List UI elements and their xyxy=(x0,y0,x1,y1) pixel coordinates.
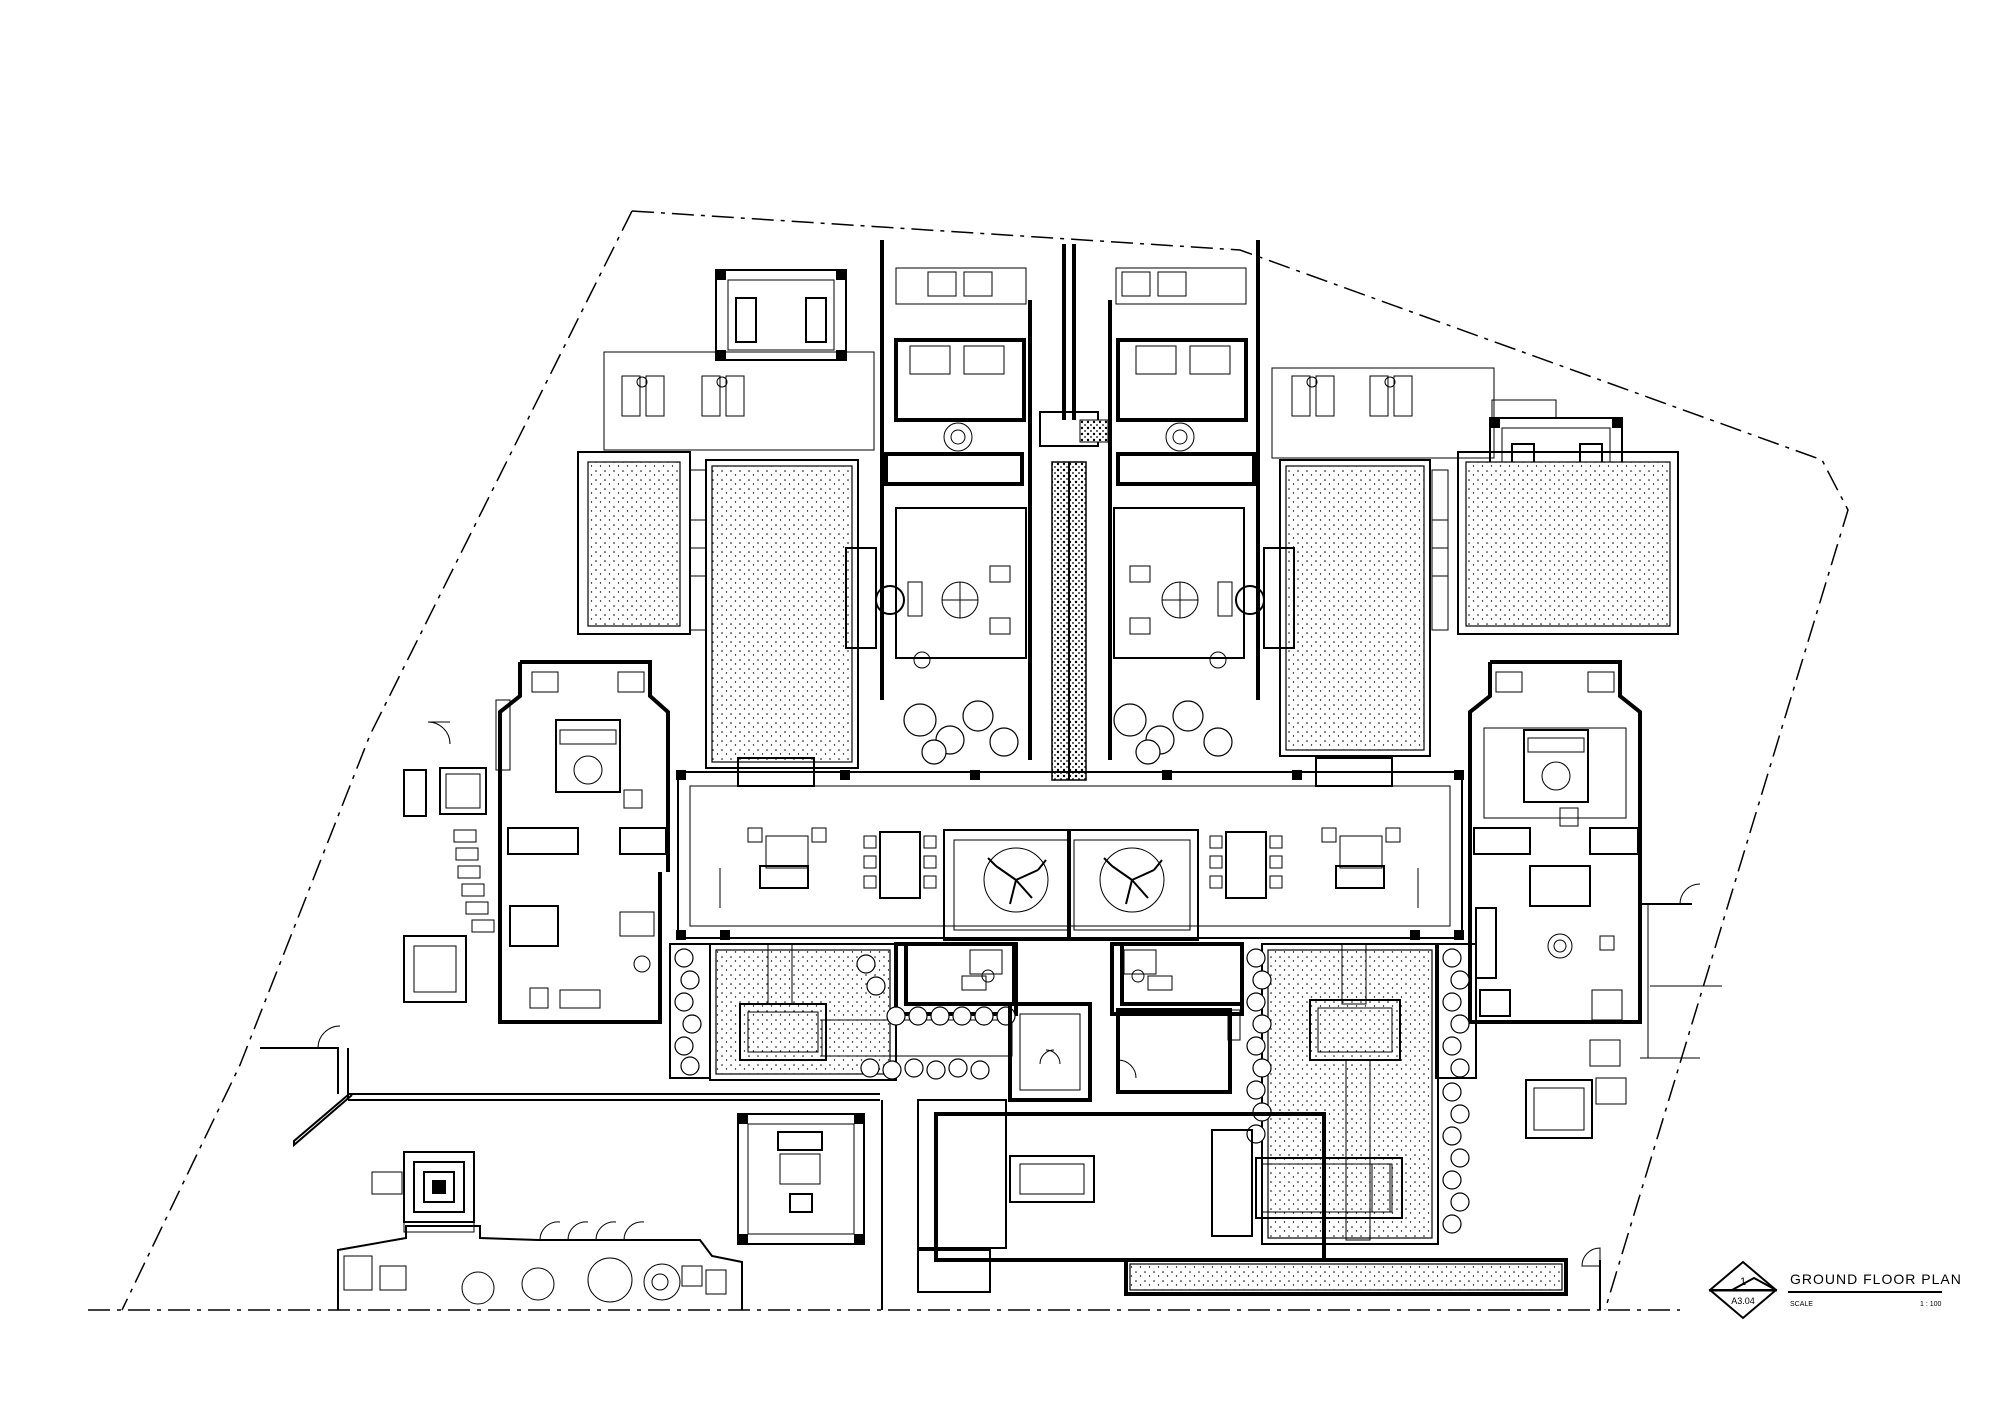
bedroom-wing-left xyxy=(845,240,1032,760)
drawing-title: GROUND FLOOR PLAN xyxy=(1790,1271,1962,1287)
temple-shrine xyxy=(371,1151,475,1233)
scale-label: SCALE xyxy=(1790,1301,1813,1308)
lower-site-walls xyxy=(260,1025,883,1310)
left-entry-path xyxy=(403,699,511,1003)
section-marker-diamond xyxy=(1708,1260,1778,1320)
pool-right xyxy=(1279,451,1679,757)
central-water-channel xyxy=(1039,244,1109,781)
central-courtyard xyxy=(943,829,1199,941)
car-court xyxy=(917,1099,1601,1310)
hedges xyxy=(674,948,1470,1234)
planting-north xyxy=(903,700,1233,765)
bedroom-wing-right xyxy=(1108,240,1295,760)
sun-deck-right xyxy=(1271,367,1495,459)
lower-pavilion xyxy=(737,1113,865,1245)
left-guest-pavilion xyxy=(498,660,670,1024)
section-number: 1 xyxy=(1740,1276,1746,1288)
pool-left xyxy=(577,451,859,769)
title-block: 1 A3.04 GROUND FLOOR PLAN SCALE 1 : 100 xyxy=(1708,1260,1962,1320)
sheet-reference: A3.04 xyxy=(1731,1296,1755,1306)
scale-value: 1 : 100 xyxy=(1920,1301,1942,1308)
living-pavilion xyxy=(676,757,1464,940)
right-guest-pavilion xyxy=(1468,660,1722,1139)
existing-building xyxy=(337,1221,743,1310)
site-boundary xyxy=(88,210,1849,1311)
gazebo-top-left xyxy=(715,269,847,361)
entry-service-block xyxy=(904,942,1244,1102)
sun-deck-left xyxy=(603,351,875,451)
